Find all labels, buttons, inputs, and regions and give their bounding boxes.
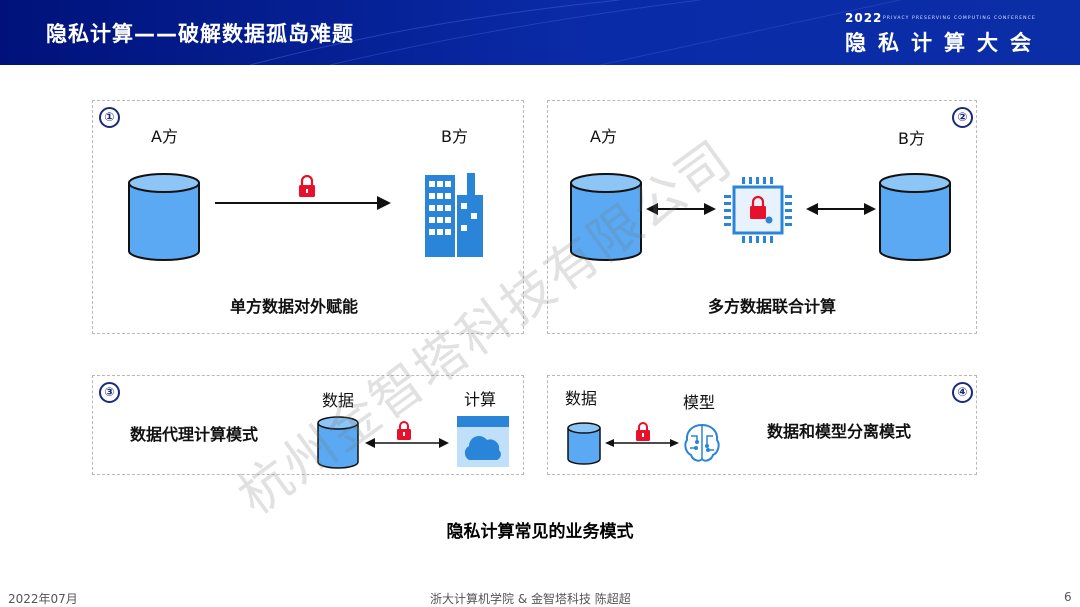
panel-number: ① [99, 107, 120, 128]
arrow-right-icon [215, 196, 391, 210]
double-arrow-icon [646, 203, 716, 215]
panel-number: ③ [99, 382, 120, 403]
chip-lock-icon [724, 177, 792, 243]
lock-icon [636, 422, 650, 441]
panel-number: ② [952, 107, 973, 128]
database-icon [128, 173, 200, 261]
party-b-label: B方 [898, 129, 925, 148]
brand-name: 隐私计算大会 [845, 31, 1043, 55]
party-a-label: A方 [590, 127, 617, 146]
building-icon [425, 173, 483, 257]
header-banner: 隐私计算——破解数据孤岛难题 2022 PRIVACY PRESERVING C… [0, 0, 1080, 65]
panel-data-model-separation: ④ 数据 模型 数据和模型分离模式 [547, 375, 977, 475]
data-label: 数据 [565, 389, 598, 408]
panel-title: 单方数据对外赋能 [230, 297, 359, 316]
panel-title: 数据和模型分离模式 [767, 422, 912, 441]
panel-proxy-compute: ③ 数据代理计算模式 数据 计算 [92, 375, 524, 475]
lock-icon [397, 421, 411, 440]
double-arrow-icon [605, 439, 679, 447]
slide-caption: 隐私计算常见的业务模式 [446, 522, 634, 542]
brand-year: 2022 [845, 11, 883, 25]
lock-icon [299, 175, 315, 197]
footer-date: 2022年07月 [8, 592, 78, 606]
panel-title: 数据代理计算模式 [130, 425, 259, 444]
party-a-label: A方 [151, 127, 178, 146]
double-arrow-icon [806, 203, 876, 215]
database-icon [317, 416, 359, 469]
compute-label: 计算 [464, 390, 497, 409]
header-decoration [249, 0, 901, 65]
page-number: 6 [1064, 590, 1072, 604]
panel-title: 多方数据联合计算 [708, 297, 837, 316]
database-icon [570, 173, 642, 261]
model-label: 模型 [683, 393, 716, 412]
double-arrow-icon [365, 438, 449, 448]
brain-icon [684, 423, 720, 462]
brand-subtitle: PRIVACY PRESERVING COMPUTING CONFERENCE [883, 16, 1036, 21]
page-title: 隐私计算——破解数据孤岛难题 [46, 22, 354, 46]
cloud-icon [457, 416, 509, 467]
footer-author: 浙大计算机学院 & 金智塔科技 陈超超 [430, 592, 631, 606]
database-icon [567, 422, 601, 465]
panel-number: ④ [952, 382, 973, 403]
party-b-label: B方 [441, 127, 468, 146]
panel-single-party: ① A方 B方 单方数据对外赋能 [92, 100, 524, 334]
panel-multi-party: ② A方 B方 多方数据联合计算 [547, 100, 977, 334]
data-label: 数据 [322, 391, 355, 410]
database-icon [879, 173, 951, 261]
